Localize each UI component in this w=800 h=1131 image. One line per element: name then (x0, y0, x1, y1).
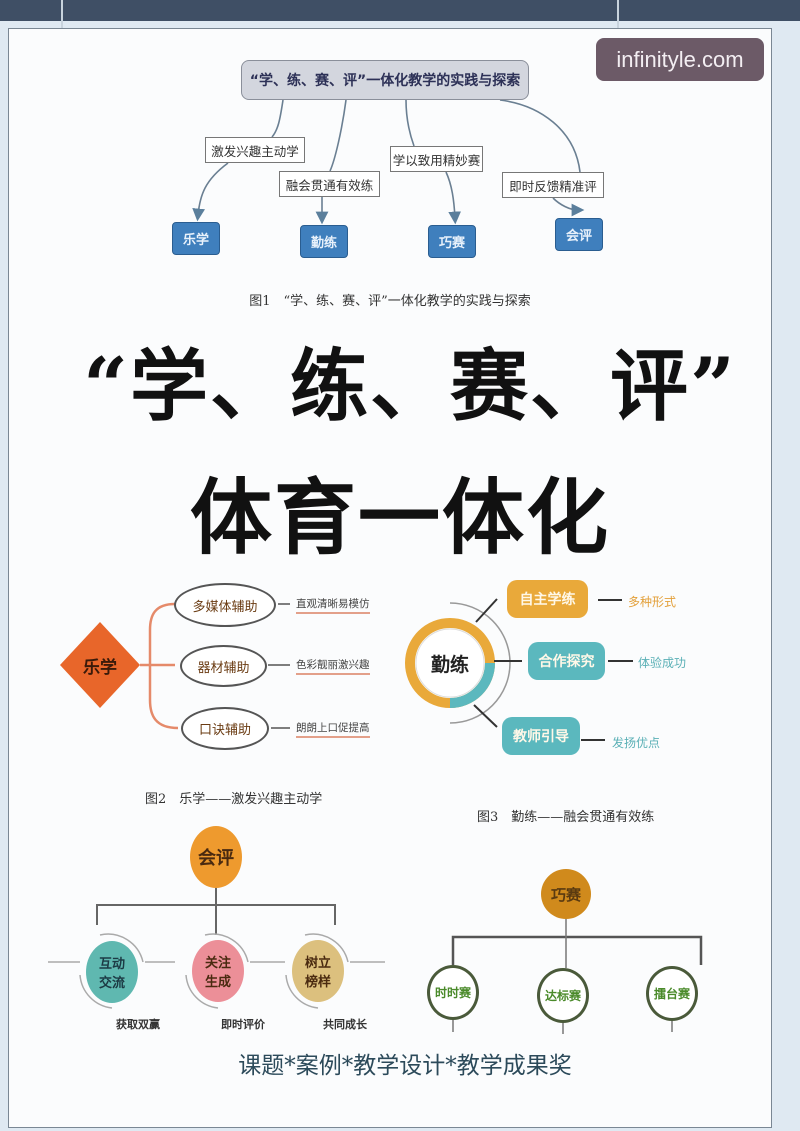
fig2-note: 色彩靓丽激兴趣 (296, 657, 370, 675)
fig4-item: 树立榜样 (292, 940, 344, 1002)
fig3-item: 教师引导 (502, 717, 580, 755)
connector (499, 99, 581, 173)
fig4-note: 共同成长 (323, 1018, 367, 1031)
fig4-center-node: 会评 (190, 826, 242, 888)
fig2-note: 朗朗上口促提高 (296, 720, 370, 738)
connector (192, 162, 229, 222)
fig1-caption: 图1 “学、练、赛、评”一体化教学的实践与探索 (249, 294, 531, 309)
fig2-center-label: 乐学 (83, 657, 117, 678)
fig3-note: 发扬优点 (612, 736, 661, 750)
fig2-item: 口诀辅助 (181, 707, 269, 750)
fig1-label: 即时反馈精准评 (502, 172, 604, 198)
fig4-item: 关注生成 (192, 940, 244, 1002)
fig4-item: 互动交流 (86, 941, 138, 1003)
fig3-note: 体验成功 (638, 656, 687, 670)
bracket (140, 602, 179, 730)
headline-line2: 体育一体化 (189, 469, 610, 566)
poster-page (8, 28, 772, 1128)
divider (617, 0, 619, 30)
divider (61, 0, 63, 30)
fig5-item: 时时赛 (427, 965, 479, 1020)
fig3-item: 合作探究 (528, 642, 605, 680)
fig4-note: 获取双赢 (116, 1018, 160, 1031)
connector (445, 171, 462, 225)
fig2-note: 直观清晰易模仿 (296, 596, 370, 614)
headline-line1: “学、练、赛、评” (83, 341, 737, 432)
fig1-title-node: “学、练、赛、评”一体化教学的实践与探索 (241, 60, 529, 100)
fig1-label: 学以致用精妙赛 (390, 146, 483, 172)
fig4-note: 即时评价 (221, 1018, 265, 1031)
watermark-badge: infinityle.com (596, 38, 764, 81)
fig1-node: 乐学 (172, 222, 220, 255)
fig3-note: 多种形式 (628, 595, 677, 609)
top-band (0, 0, 800, 21)
fig3-caption: 图3 勤练——融会贯通有效练 (477, 810, 655, 825)
connector (552, 197, 585, 217)
fig5-item: 达标赛 (537, 968, 589, 1023)
fig1-node: 巧赛 (428, 225, 476, 258)
fig1-node: 勤练 (300, 225, 348, 258)
fig3-item: 自主学练 (507, 580, 588, 618)
fig2-item: 器材辅助 (180, 645, 267, 687)
fig1-label: 融会贯通有效练 (279, 171, 380, 197)
fig3-center-label: 勤练 (430, 653, 469, 676)
fig5-item: 擂台赛 (646, 966, 698, 1021)
diamond-shape (60, 622, 140, 708)
arc (449, 602, 511, 724)
connector (271, 99, 284, 138)
fig2-item: 多媒体辅助 (174, 583, 276, 627)
fig2-caption: 图2 乐学——激发兴趣主动学 (145, 792, 323, 807)
fig1-label: 激发兴趣主动学 (205, 137, 305, 163)
connector (405, 99, 415, 147)
connector (329, 99, 347, 172)
fig5-center-node: 巧赛 (541, 869, 591, 919)
footer-text: 课题*案例*教学设计*教学成果奖 (238, 1053, 572, 1079)
fig1-node: 会评 (555, 218, 603, 251)
